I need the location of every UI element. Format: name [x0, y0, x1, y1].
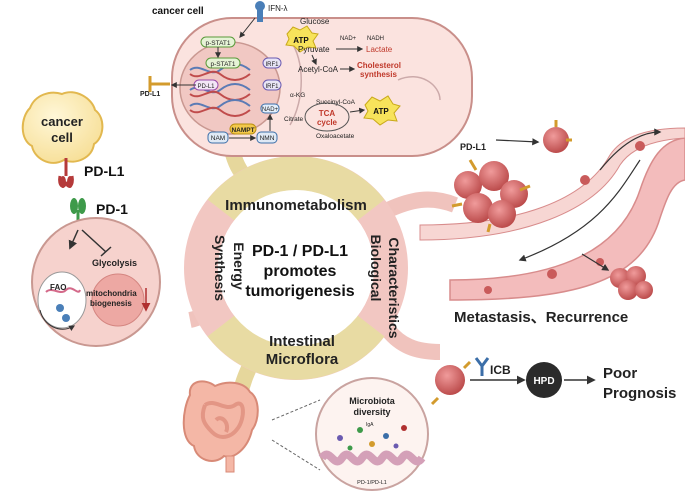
nad-plus-box: NAD+ [260, 103, 280, 114]
microbiota-title-line1: Microbiota [349, 396, 395, 406]
svg-text:NAMPT: NAMPT [231, 127, 254, 134]
svg-text:ATP: ATP [293, 36, 309, 45]
antibody-icon [474, 357, 490, 376]
center-title-line1: PD-1 / PD-L1 [252, 243, 348, 260]
cholesterol-label-line2: synthesis [360, 70, 397, 79]
nad-plus-label: NAD+ [340, 36, 357, 42]
icb-label: ICB [490, 363, 511, 377]
ring-label-synthesis: Synthesis [212, 235, 228, 301]
blood-vessel [419, 127, 685, 301]
acetyl-coa-label: Acetyl-CoA [298, 65, 339, 74]
akg-label: α-KG [290, 92, 305, 99]
pyruvate-label: Pyruvate [298, 45, 330, 54]
cholesterol-label-line1: Cholesterol [357, 61, 401, 70]
ring-label-intestinal: Intestinal [269, 333, 335, 350]
microbiota-circle [315, 377, 429, 491]
atp-badge-right: ATP [363, 95, 401, 126]
pd1-left-label: PD-1 [96, 201, 128, 217]
ifn-label: IFN-λ [268, 4, 288, 13]
microbiota-pd-label: PD-1/PD-L1 [357, 480, 387, 486]
svg-text:IRF1: IRF1 [265, 62, 279, 68]
svg-text:IRF1: IRF1 [265, 84, 279, 90]
irf1-box: IRF1 [262, 57, 282, 69]
pd1-receptor-left [70, 198, 86, 228]
svg-text:PD-L1: PD-L1 [197, 84, 215, 90]
pdl1-right-label: PD-L1 [460, 142, 486, 152]
pdl1-ligand-left [58, 158, 74, 188]
microbiota-title-line2: diversity [353, 407, 390, 417]
poor-label: Poor [603, 365, 637, 382]
svg-text:NAD+: NAD+ [262, 107, 279, 113]
prognosis-label: Prognosis [603, 385, 676, 402]
pdl1-gene-box: PD-L1 [193, 79, 219, 91]
intestine-illustration [182, 380, 259, 473]
tca-label-line2: cycle [317, 118, 338, 127]
center-title-line3: tumorigenesis [245, 283, 354, 300]
mitochondria-label-line1: mitochondria [86, 289, 137, 298]
ring-label-energy: Energy [231, 242, 247, 290]
svg-text:NAM: NAM [211, 135, 225, 142]
ring-label-immunometabolism: Immunometabolism [225, 197, 367, 214]
lactate-label: Lactate [366, 45, 393, 54]
cancer-cell-yellow [21, 91, 104, 164]
nam-box: NAM [207, 131, 229, 144]
ring-label-microflora: Microflora [266, 351, 339, 368]
svg-text:p-STAT1: p-STAT1 [210, 61, 235, 68]
metabolism-panel-title: cancer cell [152, 6, 204, 17]
center-title-line2: promotes [264, 263, 337, 280]
svg-text:HPD: HPD [533, 376, 554, 387]
cancer-cell-label-line1: cancer [41, 114, 83, 129]
ring-label-biological: Biological [368, 235, 384, 302]
hpd-circle: HPD [526, 362, 562, 398]
oxaloacetate-label: Oxaloacetate [316, 133, 355, 140]
atp-badge-top: ATP [285, 25, 319, 53]
t-cell [31, 217, 161, 347]
irf-box-b: IRF1 [262, 79, 282, 91]
svg-text:p-STAT1: p-STAT1 [205, 40, 230, 47]
primary-tumor-cluster [451, 159, 531, 233]
tumor-cell-icb [430, 360, 472, 406]
metastatic-tumor [610, 266, 653, 300]
nadh-label: NADH [367, 36, 384, 42]
iga-label: IgA [366, 422, 374, 428]
pstat1-box-b: p-STAT1 [205, 57, 241, 69]
pdl1-left-label: PD-L1 [84, 163, 125, 179]
single-tumor-cell-top [543, 120, 572, 153]
svg-text:NMN: NMN [260, 135, 275, 142]
tca-label-line1: TCA [319, 109, 336, 118]
fao-label: FAO [50, 283, 66, 292]
citrate-label: Citrate [284, 116, 304, 123]
glycolysis-label: Glycolysis [92, 258, 137, 268]
svg-text:ATP: ATP [373, 107, 389, 116]
cancer-cell-label-line2: cell [51, 130, 73, 145]
nampt-badge: NAMPT [229, 123, 257, 135]
center-ring [184, 156, 408, 380]
pdl1-membrane-receptor [148, 76, 170, 92]
nmn-box: NMN [256, 131, 278, 144]
pdl1-out-label: PD-L1 [140, 91, 160, 98]
mitochondria-label-line2: biogenesis [90, 299, 132, 308]
ring-label-characteristics: Characteristics [386, 237, 402, 338]
metastasis-label: Metastasis、Recurrence [454, 309, 628, 326]
pstat1-box-a: p-STAT1 [200, 36, 236, 48]
succinyl-coa-label: Succinyl-CoA [316, 99, 356, 106]
glucose-label: Glucose [300, 17, 330, 26]
